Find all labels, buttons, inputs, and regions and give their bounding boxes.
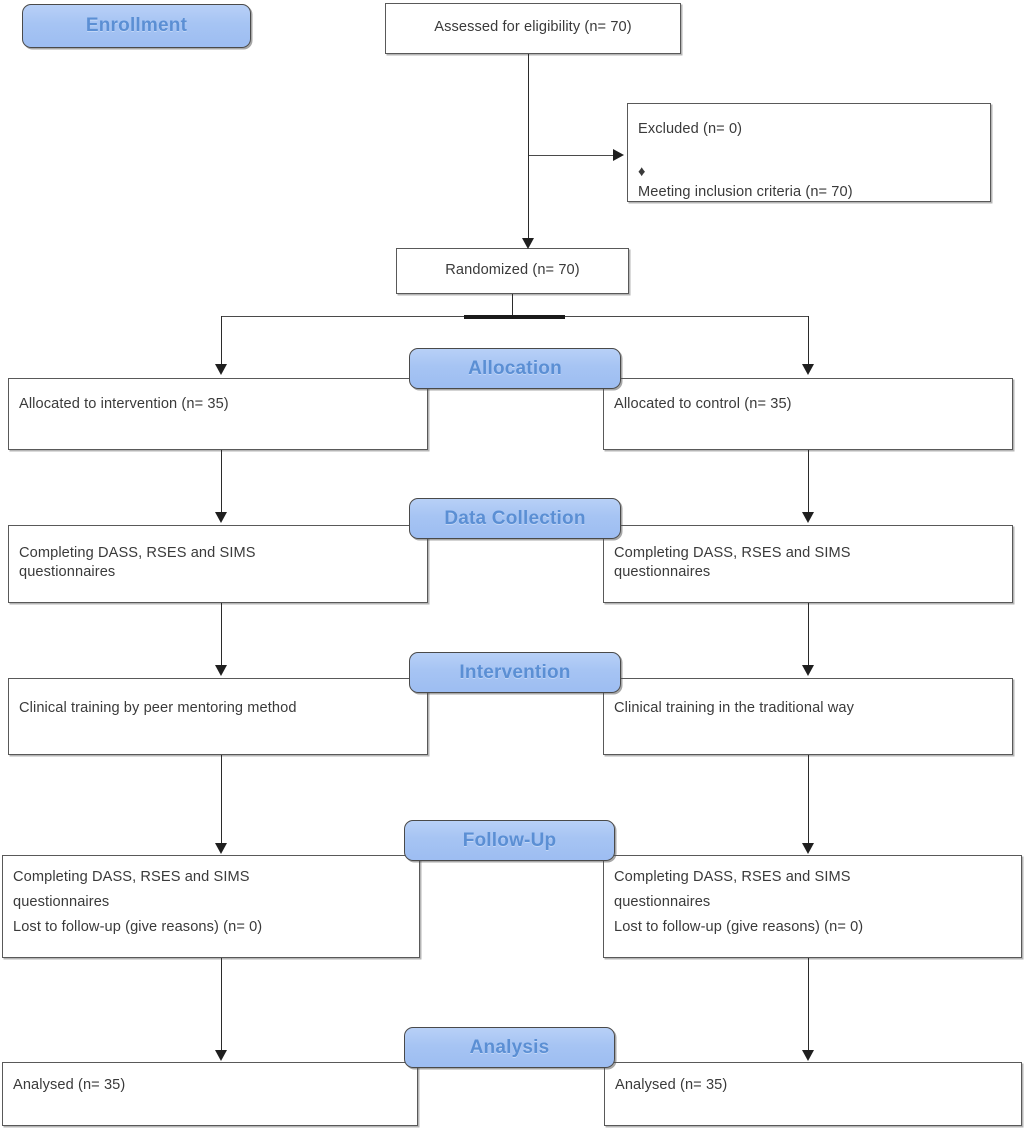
connector-to-excluded — [529, 155, 614, 156]
connector-alloc-to-data-left — [221, 450, 222, 512]
connector-intervention-to-followup-right — [808, 755, 809, 843]
box-data-collection-intervention: Completing DASS, RSES and SIMS questionn… — [8, 525, 428, 603]
stage-label-analysis: Analysis — [469, 1036, 550, 1058]
arrowhead-followup-left — [215, 843, 227, 854]
stage-pill-intervention: Intervention — [409, 652, 621, 693]
diamond-bullet-icon: ♦ — [638, 164, 646, 180]
stage-pill-enrollment: Enrollment — [22, 4, 251, 48]
stage-label-follow-up: Follow-Up — [462, 829, 557, 851]
excluded-bullet-row: ♦ Meeting inclusion criteria (n= 70) — [638, 145, 982, 202]
arrowhead-data-left — [215, 512, 227, 523]
box-allocated-intervention: Allocated to intervention (n= 35) — [8, 378, 428, 450]
excluded-bullet-text: Meeting inclusion criteria (n= 70) — [638, 184, 853, 200]
assessed-text: Assessed for eligibility (n= 70) — [434, 19, 632, 35]
arrowhead-allocation-right — [802, 364, 814, 375]
stage-label-intervention: Intervention — [459, 661, 571, 683]
stage-pill-data-collection: Data Collection — [409, 498, 621, 539]
stage-label-data-collection: Data Collection — [444, 507, 586, 529]
arrowhead-to-randomized — [522, 238, 534, 249]
arrowhead-analysis-right — [802, 1050, 814, 1061]
arrowhead-intervention-left — [215, 665, 227, 676]
box-randomized: Randomized (n= 70) — [396, 248, 629, 294]
allocated-intervention-text: Allocated to intervention (n= 35) — [19, 396, 229, 412]
analysis-intervention-text: Analysed (n= 35) — [13, 1077, 126, 1093]
arrowhead-intervention-right — [802, 665, 814, 676]
randomized-text: Randomized (n= 70) — [445, 262, 580, 278]
data-collection-intervention-text: Completing DASS, RSES and SIMS questionn… — [19, 545, 256, 580]
stage-pill-follow-up: Follow-Up — [404, 820, 615, 861]
control-arm-text: Clinical training in the traditional way — [614, 700, 855, 716]
arrowhead-to-excluded — [613, 149, 624, 161]
stage-pill-analysis: Analysis — [404, 1027, 615, 1068]
followup-intervention-line2: questionnaires — [13, 894, 110, 910]
arrowhead-analysis-left — [215, 1050, 227, 1061]
followup-control-line3: Lost to follow-up (give reasons) (n= 0) — [614, 919, 864, 935]
connector-data-to-intervention-right — [808, 603, 809, 665]
arrowhead-allocation-left — [215, 364, 227, 375]
data-collection-control-text: Completing DASS, RSES and SIMS questionn… — [614, 545, 851, 580]
box-assessed-for-eligibility: Assessed for eligibility (n= 70) — [385, 3, 681, 54]
stage-pill-allocation: Allocation — [409, 348, 621, 389]
followup-intervention-line1: Completing DASS, RSES and SIMS — [13, 869, 250, 885]
allocated-control-text: Allocated to control (n= 35) — [614, 396, 792, 412]
arrowhead-followup-right — [802, 843, 814, 854]
box-analysis-control: Analysed (n= 35) — [604, 1062, 1022, 1126]
box-excluded: Excluded (n= 0) ♦ Meeting inclusion crit… — [627, 103, 991, 202]
connector-followup-to-analysis-left — [221, 958, 222, 1050]
connector-assessed-to-randomized — [528, 54, 529, 247]
box-data-collection-control: Completing DASS, RSES and SIMS questionn… — [603, 525, 1013, 603]
followup-control-line2: questionnaires — [614, 894, 711, 910]
followup-intervention-line3: Lost to follow-up (give reasons) (n= 0) — [13, 919, 263, 935]
connector-intervention-to-followup-left — [221, 755, 222, 843]
box-intervention-arm: Clinical training by peer mentoring meth… — [8, 678, 428, 755]
arrowhead-data-right — [802, 512, 814, 523]
analysis-control-text: Analysed (n= 35) — [615, 1077, 728, 1093]
intervention-arm-text: Clinical training by peer mentoring meth… — [19, 700, 297, 716]
connector-followup-to-analysis-right — [808, 958, 809, 1050]
stage-label-allocation: Allocation — [468, 357, 562, 379]
connector-randomized-stem — [512, 294, 513, 316]
connector-alloc-to-data-right — [808, 450, 809, 512]
connector-data-to-intervention-left — [221, 603, 222, 665]
excluded-title: Excluded (n= 0) — [638, 121, 743, 137]
box-followup-intervention: Completing DASS, RSES and SIMS questionn… — [2, 855, 420, 958]
connector-split-left — [221, 316, 222, 364]
connector-split-right — [808, 316, 809, 364]
box-control-arm: Clinical training in the traditional way — [603, 678, 1013, 755]
stage-label-enrollment: Enrollment — [85, 15, 188, 36]
box-analysis-intervention: Analysed (n= 35) — [2, 1062, 418, 1126]
box-allocated-control: Allocated to control (n= 35) — [603, 378, 1013, 450]
connector-split-bar-highlight — [464, 315, 565, 319]
followup-control-line1: Completing DASS, RSES and SIMS — [614, 869, 851, 885]
box-followup-control: Completing DASS, RSES and SIMS questionn… — [603, 855, 1022, 958]
